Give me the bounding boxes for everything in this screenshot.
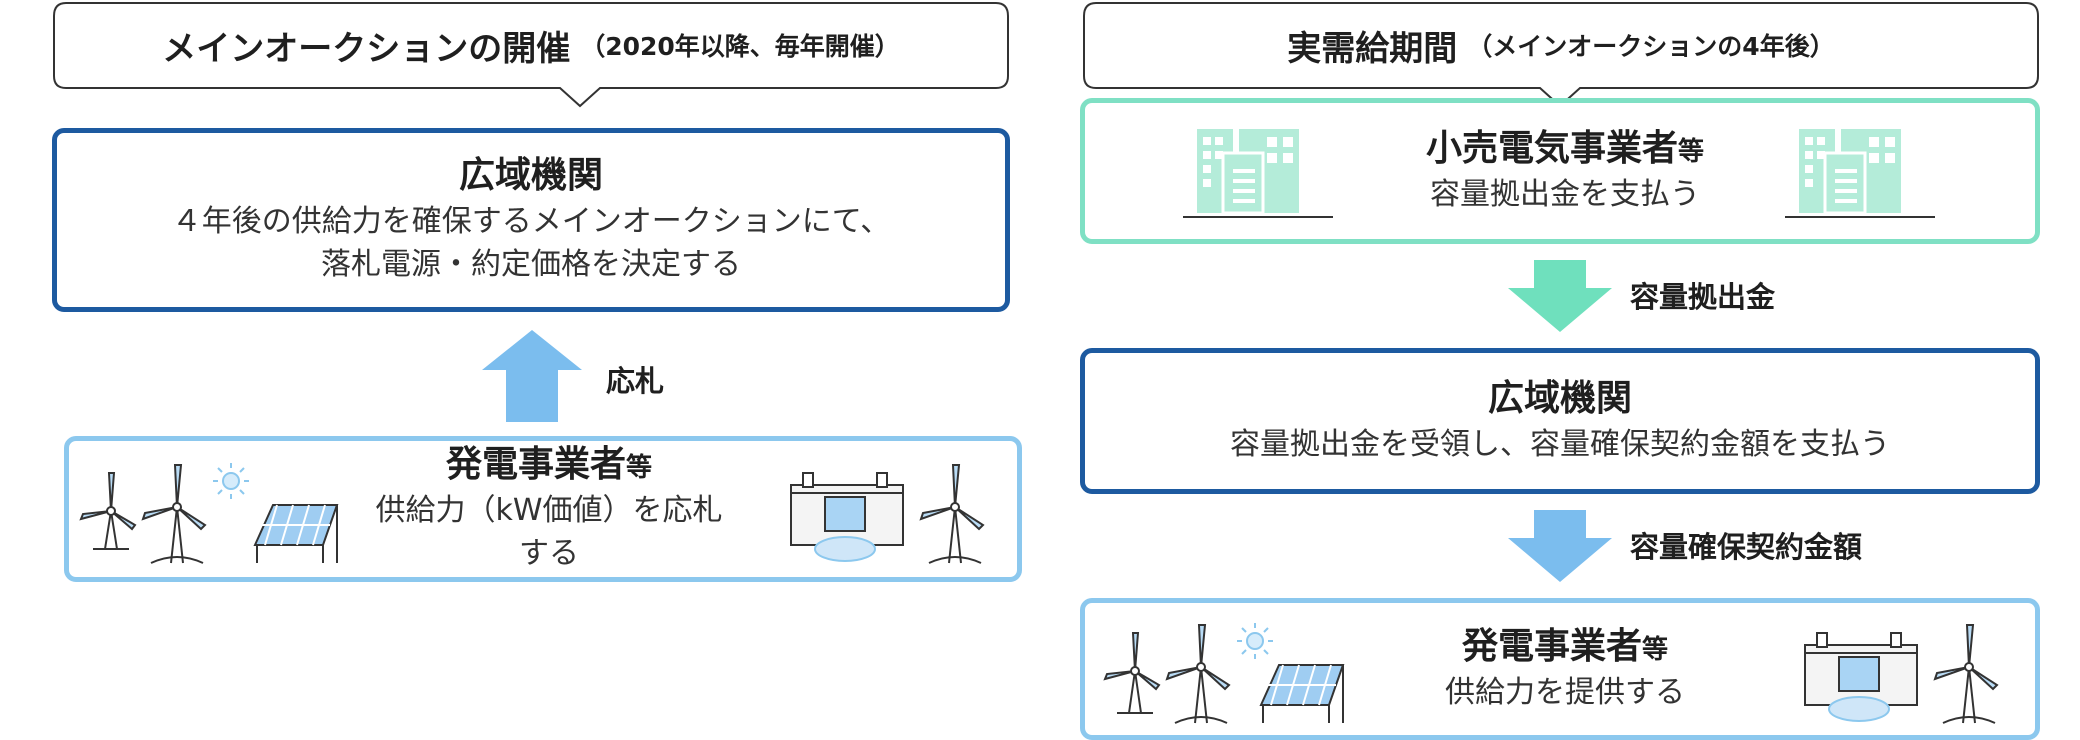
generation-icons-group-right	[785, 459, 1005, 569]
wind-turbine-icon	[921, 465, 983, 563]
solar-panel-icon	[255, 505, 337, 563]
contract-payment-label: 容量確保契約金額	[1630, 524, 1862, 566]
right-generators-desc: 供給力を提供する	[1445, 671, 1685, 715]
contract-payment-arrow-down	[1508, 510, 1612, 582]
hydro-dam-icon	[1805, 633, 1917, 721]
left-occto-desc-line1: ４年後の供給力を確保するメインオークションにて、	[172, 200, 891, 244]
left-header: メインオークションの開催 （2020年以降、毎年開催）	[52, 2, 1010, 108]
left-generators-desc: 供給力（kW価値）を応札する	[369, 489, 729, 576]
capacity-contribution-arrow-down	[1508, 260, 1612, 332]
bid-arrow-up	[482, 330, 582, 422]
right-occto-desc: 容量拠出金を受領し、容量確保契約金額を支払う	[1230, 423, 1890, 467]
retailers-title-suffix: 等	[1678, 137, 1704, 167]
bid-arrow-label: 応札	[606, 358, 664, 400]
right-generators-title-suffix: 等	[1642, 635, 1668, 665]
left-occto-title: 広域機関	[459, 153, 603, 200]
left-generators-box: 発電事業者等 供給力（kW価値）を応札する	[64, 436, 1022, 582]
left-occto-box: 広域機関 ４年後の供給力を確保するメインオークションにて、 落札電源・約定価格を…	[52, 128, 1010, 312]
retailers-box: 小売電気事業者等 容量拠出金を支払う	[1080, 98, 2040, 244]
left-generators-title-suffix: 等	[626, 453, 652, 483]
retailers-desc: 容量拠出金を支払う	[1430, 173, 1700, 217]
right-header: 実需給期間 （メインオークションの4年後）	[1082, 2, 2040, 108]
generation-icons-group	[1101, 619, 1421, 729]
wind-turbine-icon	[81, 473, 135, 549]
right-header-title: 実需給期間	[1287, 21, 1457, 70]
solar-panel-icon	[1261, 665, 1343, 723]
building-icon	[1183, 125, 1343, 225]
wind-turbine-icon	[143, 465, 205, 563]
left-occto-desc-line2: 落札電源・約定価格を決定する	[321, 243, 741, 287]
retailers-title: 小売電気事業者	[1426, 128, 1678, 169]
left-generators-title: 発電事業者	[446, 444, 626, 485]
generation-icons-group	[77, 459, 397, 569]
hydro-dam-icon	[791, 473, 903, 561]
wind-turbine-icon	[1935, 625, 1997, 723]
right-occto-box: 広域機関 容量拠出金を受領し、容量確保契約金額を支払う	[1080, 348, 2040, 494]
generation-icons-group-right	[1799, 619, 2019, 729]
sun-icon	[213, 463, 249, 499]
building-icon	[1785, 125, 1945, 225]
right-generators-title: 発電事業者	[1462, 626, 1642, 667]
right-occto-title: 広域機関	[1488, 376, 1632, 423]
wind-turbine-icon	[1105, 633, 1159, 713]
left-header-title: メインオークションの開催	[162, 21, 570, 70]
right-generators-box: 発電事業者等 供給力を提供する	[1080, 598, 2040, 740]
sun-icon	[1237, 623, 1273, 659]
capacity-contribution-label: 容量拠出金	[1630, 274, 1775, 316]
left-header-subtitle: （2020年以降、毎年開催）	[580, 27, 900, 63]
right-header-subtitle: （メインオークションの4年後）	[1467, 27, 1834, 63]
wind-turbine-icon	[1167, 625, 1229, 723]
